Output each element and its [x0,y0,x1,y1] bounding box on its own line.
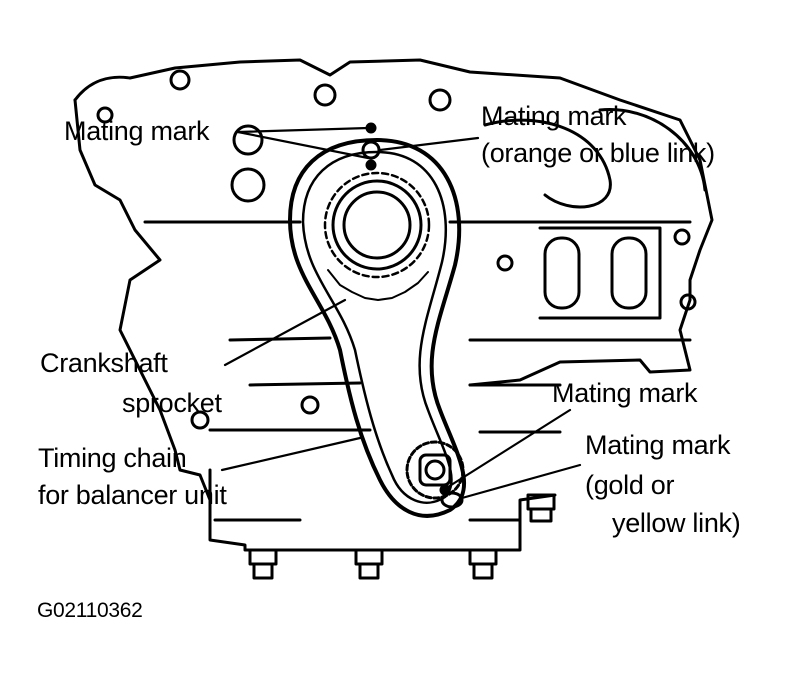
figure-id: G02110362 [37,599,143,622]
crankshaft-sprocket-outer [323,171,431,279]
block-rib-bottom [208,428,562,434]
block-hole-8 [673,228,691,246]
leader-crankshaft [223,298,347,367]
leader-top-right [378,136,480,152]
label-mating-mark-gold-line1: Mating mark [585,430,731,460]
block-hole-3 [230,167,266,203]
block-hole-6 [300,395,320,415]
engine-block-left-edge [73,98,212,502]
bolt-left [248,548,278,580]
balancer-sprocket-rim [405,440,465,500]
label-mating-mark-gold-line2: (gold or [585,470,675,500]
block-boss-right [483,118,612,209]
bolt-middle [354,548,384,580]
block-hole-9 [679,293,697,311]
block-slot-frame [538,226,662,320]
block-hole-4 [232,124,264,156]
label-crankshaft-line2: sprocket [122,388,222,418]
label-mating-mark-top-right-line2: (orange or blue link) [481,138,715,168]
block-boss-right-2 [598,108,707,192]
block-hole-7 [496,254,514,272]
bolt-right [468,548,498,580]
timing-chain-inner [301,150,453,504]
block-slot-right [610,236,648,310]
balancer-bolt-hex [418,453,452,487]
block-hole-5 [190,410,210,430]
leader-top-left-b [236,130,370,160]
label-mating-mark-lower: Mating mark [552,378,698,408]
block-rib-lower [248,381,562,387]
block-hole-10 [428,88,452,112]
leader-mating-gold [460,463,582,500]
balancer-housing [208,468,557,552]
block-slot-left [543,236,581,310]
block-hole-1 [169,69,191,91]
bolt-side [526,493,556,523]
mating-mark-link-gold [440,491,464,509]
label-mating-mark-gold-line3: yellow link) [612,508,741,538]
leader-mating-lower [446,408,572,489]
mating-mark-link-top [361,140,381,160]
crankshaft-sprocket-teeth [327,269,429,301]
label-mating-mark-top-left: Mating mark [64,116,210,146]
label-crankshaft-line1: Crankshaft [40,348,168,378]
timing-chain-outer [288,138,467,518]
crankshaft-sprocket-rim [331,179,423,271]
leader-top-left-a [236,126,370,134]
mating-mark-dot-sprocket [365,159,377,171]
label-timing-chain-line1: Timing chain [38,443,187,473]
engine-block-outline [73,58,714,387]
crankshaft-sprocket-hub [342,190,412,260]
block-hole-11 [313,83,337,107]
block-rib-middle [228,336,692,342]
block-hole-2 [96,106,114,124]
label-timing-chain-line2: for balancer unit [38,480,227,510]
leader-timing-chain [220,436,362,472]
balancer-bolt-center [424,459,446,481]
label-mating-mark-top-right-line1: Mating mark [481,101,627,131]
